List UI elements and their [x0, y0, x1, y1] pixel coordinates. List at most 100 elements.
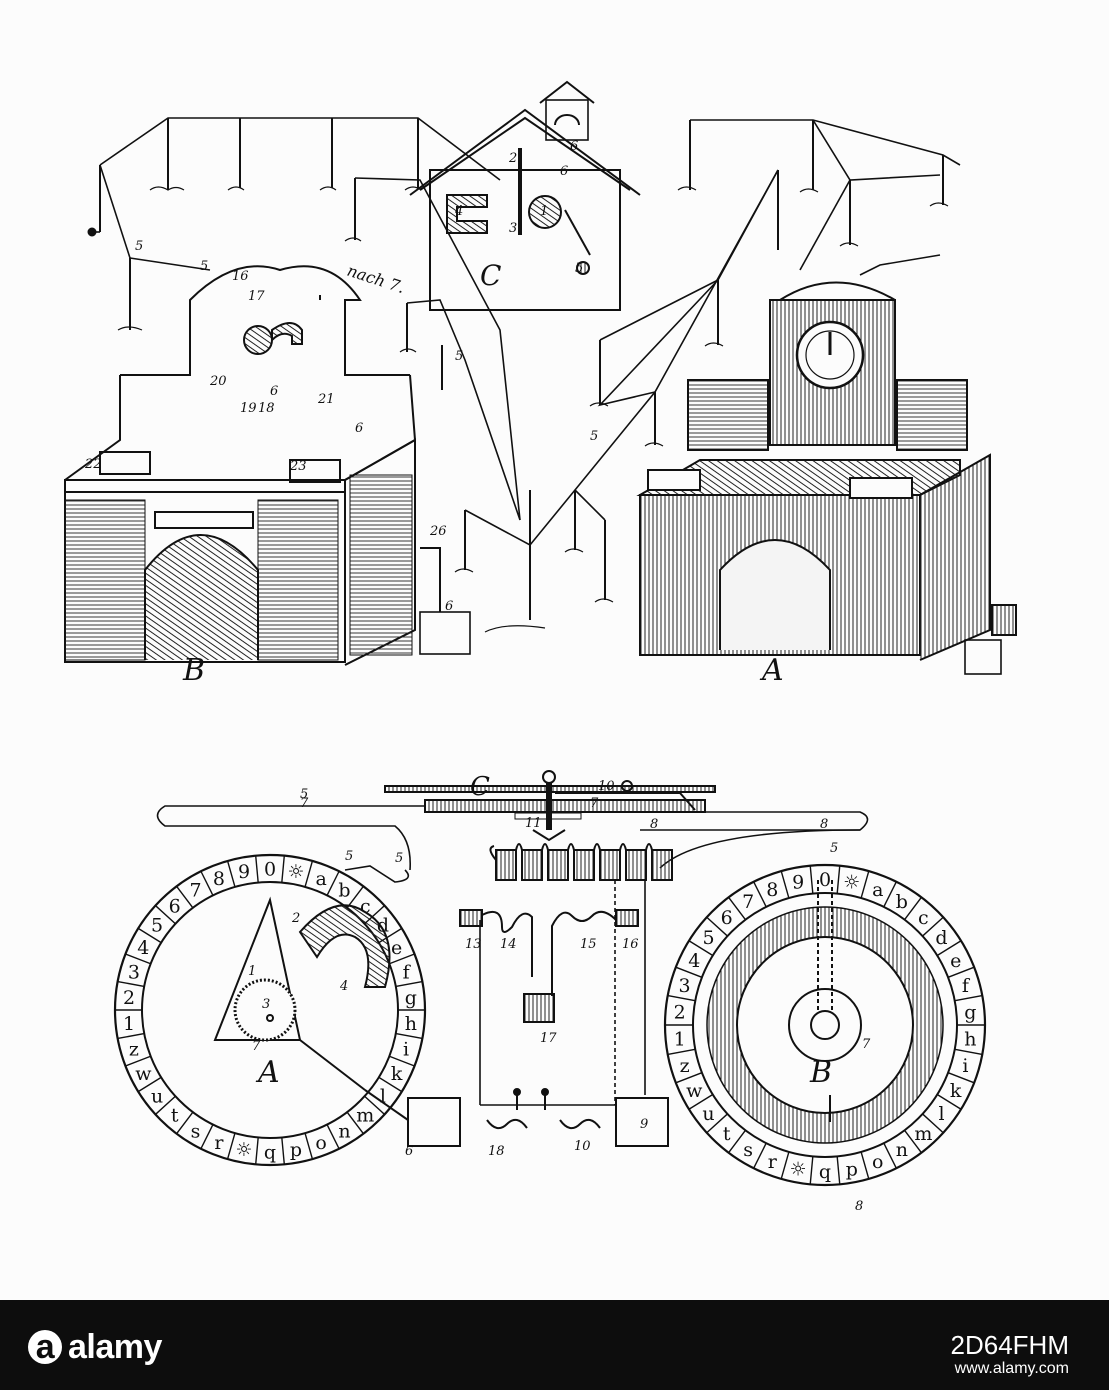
dial-divider [326, 870, 340, 896]
part-number: 19 [240, 401, 257, 416]
dial-character: 7 [742, 891, 754, 913]
label-station-b: B [182, 653, 205, 688]
dial-character: f [403, 961, 412, 983]
dial-divider [395, 1032, 423, 1040]
dial-divider [728, 896, 747, 921]
dial-divider [304, 860, 314, 888]
connection-wires [156, 805, 869, 1106]
label-key-c: C [470, 772, 490, 802]
box-6 [407, 1097, 461, 1147]
dial-divider [117, 980, 145, 988]
dial-character: c [360, 895, 371, 917]
dial-divider [936, 940, 962, 957]
dial-character: 0 [819, 869, 831, 891]
dial-character: l [380, 1085, 386, 1107]
dial-character: h [964, 1028, 976, 1050]
dial-character: e [391, 937, 402, 959]
station-a [636, 281, 1017, 675]
dial-character: 4 [688, 950, 700, 972]
dial-divider [675, 1072, 703, 1084]
dial-character: r [214, 1132, 224, 1154]
dial-character: i [962, 1055, 968, 1077]
dial-character: k [950, 1080, 962, 1102]
label-house-c: C [480, 259, 501, 292]
part-number: 5 [575, 261, 583, 276]
part-number: 5 [455, 349, 463, 364]
station-b [64, 265, 471, 666]
part-number: 11 [525, 816, 542, 831]
dial-character: 1 [123, 1013, 135, 1035]
dial-character: ☼ [843, 871, 860, 893]
dial-character: a [315, 868, 326, 890]
dial-character: s [743, 1139, 753, 1161]
dial-character: w [686, 1080, 703, 1102]
dial-divider [728, 1129, 747, 1154]
dial-divider [346, 885, 364, 909]
dial-character: 1 [674, 1028, 686, 1050]
dial-character: 2 [123, 987, 135, 1009]
part-number: 7 [300, 796, 309, 811]
dial-divider [780, 1151, 790, 1180]
dial-divider [809, 1156, 814, 1185]
dial-divider [226, 1132, 236, 1160]
dial-divider [883, 881, 897, 908]
dial-character: o [315, 1132, 326, 1154]
dial-divider [954, 1048, 983, 1056]
part-number: 7 [590, 796, 599, 811]
dial-divider [395, 980, 423, 988]
dial-divider [378, 927, 403, 944]
relays [459, 909, 639, 1130]
dial-character: ☼ [235, 1139, 252, 1161]
dial-divider [125, 953, 151, 965]
dial-character: g [964, 1002, 976, 1024]
dial-divider [281, 1137, 285, 1165]
dial-character: ☼ [790, 1159, 807, 1181]
dial-divider [883, 1142, 897, 1169]
part-number: 6 [405, 1144, 413, 1159]
dial-divider [176, 1111, 194, 1135]
part-number: 4 [454, 204, 463, 219]
dial-character: u [702, 1103, 714, 1125]
dial-character: 9 [238, 861, 250, 883]
illustration-canvas: B A C nach 7. [64, 80, 1017, 1214]
dial-character: z [129, 1039, 139, 1061]
dial-divider [125, 1055, 151, 1067]
part-number: 18 [258, 401, 275, 416]
part-number: 20 [209, 374, 227, 389]
dial-divider [954, 994, 983, 1002]
part-number: 3 [509, 221, 517, 236]
part-number: 10 [598, 779, 615, 794]
part-number: 8 [650, 817, 658, 832]
part-number: 17 [540, 1031, 557, 1046]
dial-character: f [962, 975, 971, 997]
dial-character: c [918, 907, 929, 929]
bottom-scene [113, 770, 987, 1187]
label-station-a: A [759, 653, 784, 688]
dial-character: m [356, 1105, 374, 1127]
dial-divider [364, 1095, 386, 1115]
dial-divider [860, 870, 870, 899]
dial-divider [688, 1093, 714, 1110]
wires-right [464, 119, 961, 547]
part-number: 5 [590, 429, 598, 444]
part-number: 15 [580, 937, 597, 952]
dial-divider [860, 1151, 870, 1180]
part-number: 2 [291, 911, 300, 926]
part-number: 10 [574, 1139, 591, 1154]
dial-divider [226, 860, 236, 888]
part-number: 18 [488, 1144, 505, 1159]
dial-divider [154, 1095, 176, 1115]
part-number: 16 [232, 269, 249, 284]
image-id: 2D64FHM [950, 1330, 1069, 1360]
dial-divider [667, 1048, 696, 1056]
dial-divider [154, 905, 176, 925]
dial-character: 5 [702, 927, 714, 949]
dial-character: q [819, 1161, 831, 1183]
dial-character: t [171, 1105, 179, 1127]
dial-character: r [768, 1151, 778, 1173]
dial-character: m [914, 1123, 932, 1145]
dial-divider [922, 1113, 944, 1134]
part-number: 6 [570, 139, 578, 154]
